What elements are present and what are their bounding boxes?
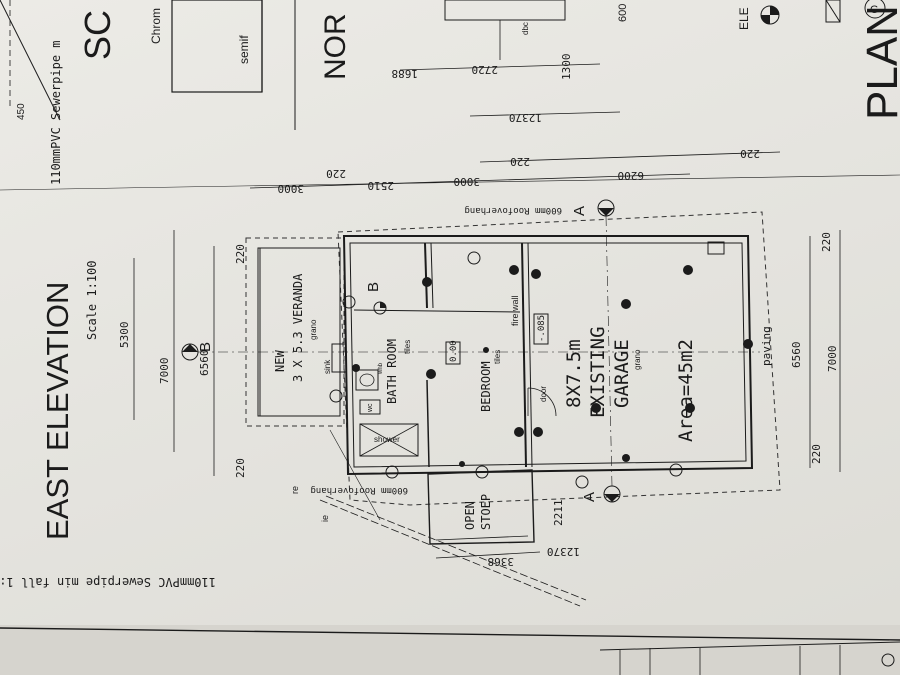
- dim-3368: 3368: [488, 555, 515, 568]
- top-sewer-note: 110mmPVC Sewerpipe m: [49, 41, 63, 186]
- top-strip: 450 110mmPVC Sewerpipe m SC Chrom semif …: [0, 0, 900, 185]
- plan-outline: [245, 211, 781, 545]
- dim-5300: 5300: [118, 322, 131, 349]
- dim-2720: 2720: [472, 63, 499, 76]
- plan-label: PLAN: [858, 5, 900, 120]
- top-dbc: dbc: [521, 22, 530, 35]
- section-a-bottom: A: [581, 492, 598, 502]
- garage-label-line1: 8X7.5m: [563, 339, 585, 408]
- re-label: re: [290, 486, 300, 494]
- dim-1688: 1688: [392, 67, 419, 80]
- garage-area: Area=45m2: [675, 339, 697, 442]
- whb-label: whb: [378, 362, 384, 375]
- bathroom-finish: tiles: [403, 340, 412, 354]
- level-085: -.085: [537, 315, 547, 342]
- top-semif: semif: [237, 35, 251, 64]
- dim-2510: 2510: [368, 179, 395, 192]
- sink-label: sink: [323, 359, 332, 374]
- north-label: NOR: [319, 13, 352, 80]
- dim-220-right-a: 220: [810, 444, 823, 464]
- title-block-strip: [599, 641, 900, 675]
- ie-label: ie: [320, 515, 330, 522]
- door-label: door: [539, 386, 548, 402]
- garage-label-line2: EXISTING: [587, 326, 609, 418]
- shower-label: shower: [374, 435, 400, 444]
- stoep-label-line2: STOEP: [479, 494, 493, 530]
- bottom-dimensions: 6560 7000 220 220 2211 3368 12370: [435, 230, 841, 568]
- top-g: G: [870, 4, 879, 16]
- border-line: [0, 174, 900, 191]
- section-b-plan: B: [365, 282, 382, 292]
- dim-220-left-a: 220: [234, 244, 247, 264]
- dim-3000-b: 3000: [454, 175, 481, 188]
- section-a-top: A: [571, 206, 588, 216]
- sewer-note: 110mmPVC Sewerpipe min fall 1:40: [0, 575, 216, 589]
- veranda-finish: grano: [309, 319, 318, 340]
- dim-6560-right: 6560: [790, 342, 803, 369]
- veranda-label-line2: 3 X 5.3 VERANDA: [291, 273, 305, 382]
- elevation-title: EAST ELEVATION: [40, 282, 75, 540]
- level-000: 0.00: [449, 340, 459, 362]
- top-chrom: Chrom: [149, 8, 163, 44]
- top-ele: ELE: [737, 7, 751, 30]
- top-600: 600: [617, 4, 629, 22]
- dim-220-right-b: 220: [820, 232, 833, 252]
- section-b-left: B: [197, 342, 214, 352]
- bedroom-label: BEDROOM: [479, 361, 493, 412]
- veranda-label-line1: NEW: [273, 350, 287, 372]
- dim-3000-a: 3000: [278, 182, 305, 195]
- scale-label: Scale 1:100: [85, 261, 99, 340]
- top-450: 450: [16, 103, 27, 120]
- dim-1300: 1300: [560, 54, 573, 81]
- room-labels: NEW 3 X 5.3 VERANDA grano BATH ROOM tile…: [273, 273, 697, 530]
- dim-2211: 2211: [552, 500, 565, 527]
- dim-7000-right: 7000: [826, 346, 839, 373]
- top-sc-title: SC: [77, 10, 118, 60]
- stoep-label-line1: OPEN: [463, 501, 477, 530]
- bedroom-finish: tiles: [493, 350, 502, 364]
- dim-220-c: 220: [326, 167, 346, 180]
- annotations: sink shower wc whb door fire wall 0.00 -…: [0, 205, 773, 589]
- dim-12370-bottom: 12370: [547, 545, 580, 558]
- garage-label-line3: GARAGE: [611, 339, 633, 408]
- section-markers: B B A A: [181, 199, 760, 503]
- wc-label: wc: [367, 403, 374, 413]
- left-dimensions: 5300 7000 6560 220 220: [118, 230, 247, 478]
- dim-12370-top: 12370: [509, 111, 542, 124]
- overhang-top: 600mm Roofoverhang: [464, 205, 562, 215]
- dim-6560-left: 6560: [198, 350, 211, 377]
- fire-wall-label: fire wall: [510, 295, 520, 326]
- bathroom-label: BATH ROOM: [385, 339, 399, 404]
- garage-finish: grano: [633, 349, 642, 370]
- top-dimensions: 1688 2720 1300 12370 220 220 3000 220 25…: [249, 54, 781, 195]
- paving-label: paving: [760, 326, 773, 366]
- dim-220-b: 220: [740, 147, 760, 160]
- dim-6200: 6200: [618, 169, 645, 182]
- electrical-symbols: [329, 251, 753, 489]
- overhang-bottom: 600mm Roofoverhang: [310, 485, 408, 495]
- dim-7000-left: 7000: [158, 358, 171, 385]
- dim-220-left-b: 220: [234, 458, 247, 478]
- dim-220-a: 220: [510, 155, 530, 168]
- border-line: [0, 627, 900, 641]
- sewer-pipe: [319, 429, 587, 607]
